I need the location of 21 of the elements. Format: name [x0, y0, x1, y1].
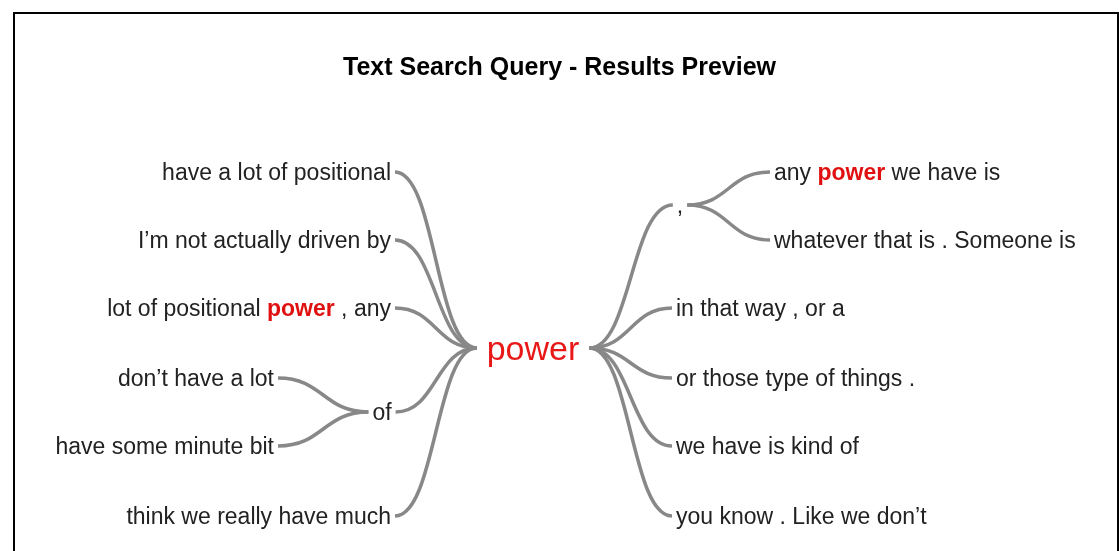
phrase-text: I’m not actually driven by: [133, 225, 395, 255]
phrase-text: don’t have a lot: [114, 363, 278, 393]
phrase-text: have some minute bit: [51, 431, 278, 461]
phrase-text: any power we have is: [770, 157, 1005, 187]
tree-branch: [687, 203, 771, 242]
phrase-text: of: [368, 397, 396, 427]
phrase-text: ,: [672, 190, 688, 220]
tree-branch: [395, 346, 477, 414]
phrase-text: we have is kind of: [672, 431, 863, 461]
phrase-text: in that way , or a: [672, 293, 849, 323]
root-word: power: [476, 328, 590, 368]
phrase-text: whatever that is . Someone is: [770, 225, 1080, 255]
title: Text Search Query - Results Preview: [341, 52, 778, 81]
tree-branch: [277, 410, 369, 448]
phrase-text: think we really have much: [122, 501, 395, 531]
tree-branch: [394, 306, 477, 350]
tree-branch: [588, 346, 673, 448]
phrase-text: you know . Like we don’t: [672, 501, 931, 531]
phrase-text: or those type of things .: [672, 363, 920, 393]
phrase-text: have a lot of positional: [158, 157, 395, 187]
phrase-text: lot of positional power , any: [103, 293, 395, 323]
